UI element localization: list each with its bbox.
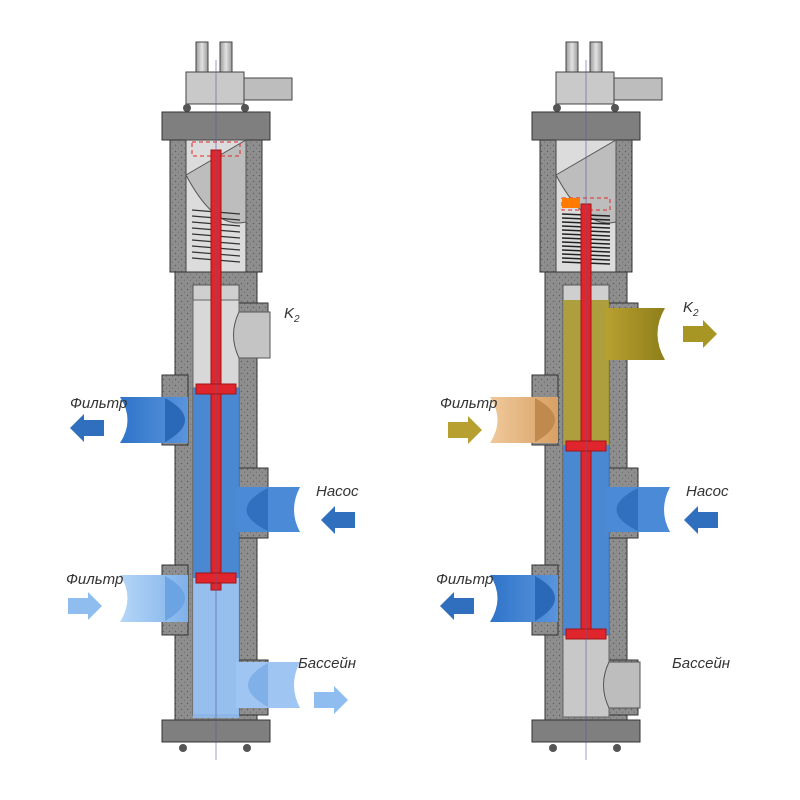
- connector-left: [183, 41, 293, 112]
- pool-label-left: Бассейн: [298, 655, 356, 672]
- arrow-k2-right: [683, 320, 717, 348]
- left-valve: K2 Фильтр Насос Фильтр Бассейн: [66, 41, 359, 752]
- arrow-filter-top-right: [448, 416, 482, 444]
- arrow-pump-left: [321, 506, 355, 534]
- filter-top-label-left: Фильтр: [70, 395, 127, 412]
- filter-bottom-label-left: Фильтр: [66, 571, 123, 588]
- arrow-filter-top-left: [70, 414, 104, 442]
- arrow-pool-left: [314, 686, 348, 714]
- pump-label-left: Насос: [316, 483, 359, 500]
- arrow-filter-bottom-right: [440, 592, 474, 620]
- orange-seal-right: [562, 198, 580, 208]
- pump-label-right: Насос: [686, 483, 729, 500]
- k2-label-right: K2: [683, 299, 699, 319]
- pool-label-right: Бассейн: [672, 655, 730, 672]
- connector-right: [553, 41, 663, 112]
- k2-flow-right: [606, 308, 665, 360]
- arrow-pump-right: [684, 506, 718, 534]
- arrow-filter-bottom-left: [68, 592, 102, 620]
- right-valve: K2 Фильтр Насос Фильтр Бассейн: [436, 41, 730, 752]
- filter-top-label-right: Фильтр: [440, 395, 497, 412]
- k2-label-left: K2: [284, 305, 300, 325]
- filter-bottom-label-right: Фильтр: [436, 571, 493, 588]
